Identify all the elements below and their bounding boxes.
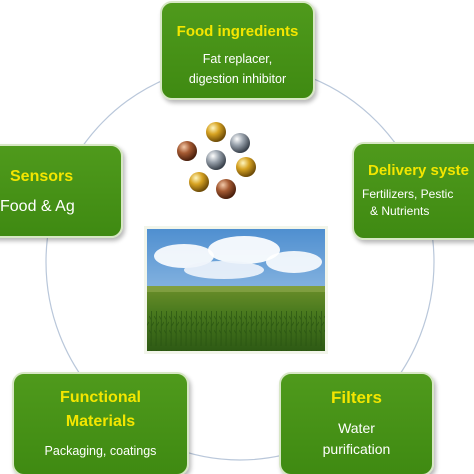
food-ingredients-title: Food ingredients (176, 23, 299, 40)
sensors-title: Sensors (10, 168, 74, 185)
delivery-systems-box: Delivery syste Fertilizers, Pestic & Nut… (352, 142, 474, 240)
gold-particle (236, 157, 256, 177)
gold-particle (206, 122, 226, 142)
functional-title-line: Functional (60, 389, 141, 406)
nanoparticles-illustration (177, 122, 256, 199)
filters-box: Filters Water purification (279, 372, 434, 474)
food-ingredients-details: Fat replacer, digestion inhibitor (162, 49, 313, 89)
functional-materials-title: Functional Materials (14, 386, 187, 434)
copper-particle (177, 141, 197, 161)
silver-particle (230, 133, 250, 153)
delivery-systems-line: & Nutrients (370, 204, 430, 218)
food-ingredients-line: digestion inhibitor (188, 72, 287, 86)
sensors-box: Sensors Food & Ag (0, 144, 123, 238)
filters-line: Water (338, 420, 375, 436)
gold-particle (189, 172, 209, 192)
filters-line: purification (322, 441, 391, 457)
copper-particle (216, 179, 236, 199)
filters-title: Filters (330, 388, 383, 407)
delivery-systems-line: Fertilizers, Pestic (362, 187, 454, 201)
corn-field-photo (144, 226, 328, 354)
food-ingredients-box: Food ingredients Fat replacer, digestion… (160, 1, 315, 100)
silver-particle (206, 150, 226, 170)
functional-materials-subtitle: Packaging, coatings (44, 444, 157, 458)
sensors-subtitle: Food & Ag (0, 198, 75, 215)
functional-title-line: Materials (65, 413, 136, 430)
functional-materials-box: Functional Materials Packaging, coatings (12, 372, 189, 474)
filters-details: Water purification (281, 418, 432, 460)
delivery-systems-title: Delivery syste (368, 162, 469, 179)
food-ingredients-line: Fat replacer, (202, 52, 273, 66)
